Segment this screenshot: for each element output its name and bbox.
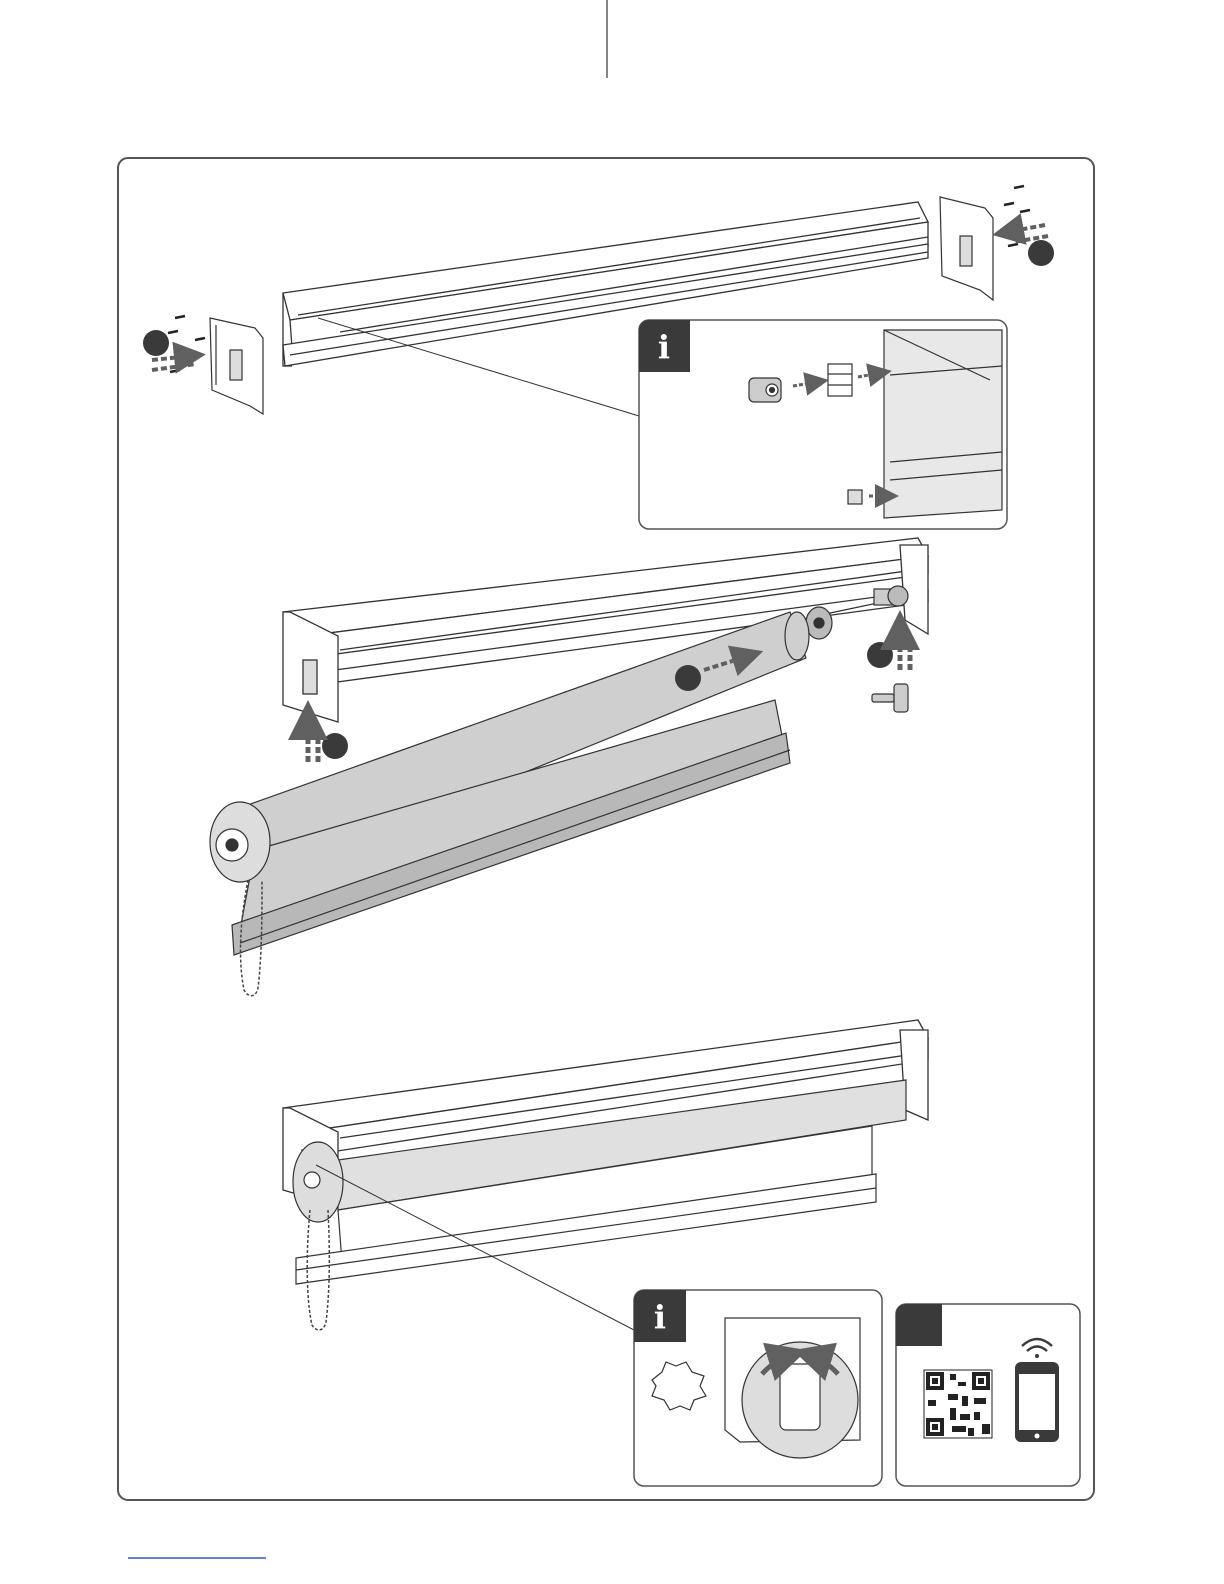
motion-arrow (152, 356, 196, 370)
info-icon: i (654, 1298, 666, 1336)
screw-icon (168, 316, 205, 372)
info-panel-end-cap: i (639, 320, 1007, 529)
end-cap-icon (293, 1142, 343, 1222)
info-panel-app (896, 1304, 1080, 1486)
step-marker (675, 665, 701, 691)
end-cap-icon (749, 378, 781, 402)
step-marker (143, 330, 169, 356)
qr-code-icon (924, 1370, 992, 1438)
mounting-bracket-icon (210, 318, 263, 414)
end-cap-icon (872, 684, 908, 712)
end-cap-icon (210, 802, 270, 882)
step-marker (1028, 240, 1054, 266)
roller-axle (806, 586, 908, 639)
smartphone-icon (1015, 1362, 1059, 1442)
motion-arrow (308, 720, 318, 762)
step-marker (867, 642, 893, 668)
step-marker (322, 733, 348, 759)
motion-arrow (900, 630, 910, 670)
mounting-bracket-icon (940, 197, 993, 300)
info-icon: i (658, 328, 670, 366)
screw-icon (1004, 186, 1030, 246)
motion-arrow (1008, 225, 1048, 242)
info-panel-bracket-click: i (634, 1290, 882, 1486)
